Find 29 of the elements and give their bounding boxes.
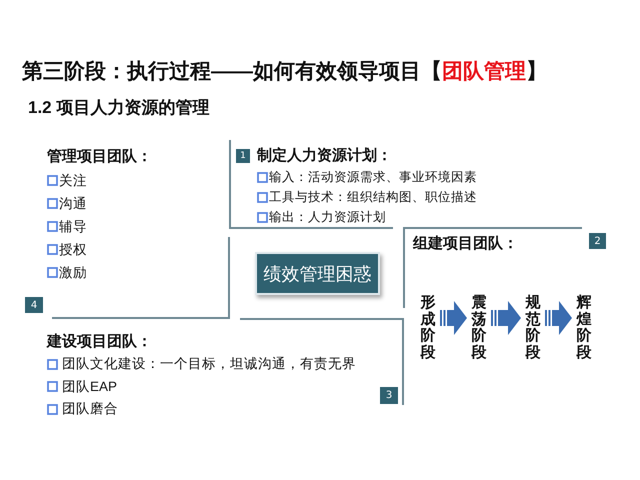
list-item: 激励: [59, 264, 87, 282]
section-heading: 建设项目团队：: [47, 332, 152, 352]
step-number: 3: [380, 387, 398, 404]
list-item: 团队磨合: [62, 400, 118, 418]
stage-label: 辉煌阶段: [572, 295, 596, 361]
list-item: 沟通: [59, 195, 87, 213]
title: 第三阶段：执行过程——如何有效领导项目【团队管理】: [22, 59, 547, 85]
step-number: 4: [25, 297, 43, 313]
stage-label: 形成阶段: [416, 295, 440, 361]
list-item: 输入：活动资源需求、事业环境因素: [269, 169, 477, 186]
section-heading: 制定人力资源计划：: [257, 146, 392, 166]
section-heading: 组建项目团队：: [413, 234, 518, 254]
highlight-box: 绩效管理困惑: [255, 252, 380, 295]
list-item: 团队EAP: [62, 378, 118, 396]
arrow: [545, 301, 572, 335]
subtitle: 1.2 项目人力资源的管理: [28, 97, 210, 119]
stage-label: 规范阶段: [521, 295, 545, 361]
stage-label: 震荡阶段: [467, 295, 491, 361]
section-heading: 管理项目团队：: [47, 147, 152, 167]
list-item: 关注: [59, 172, 87, 190]
step-number: 1: [236, 149, 250, 163]
list-item: 辅导: [59, 218, 87, 236]
list-item: 工具与技术：组织结构图、职位描述: [269, 189, 477, 206]
step-number: 2: [589, 233, 606, 249]
arrow: [440, 301, 467, 335]
list-item: 授权: [59, 241, 87, 259]
arrow: [491, 301, 521, 335]
list-item: 输出：人力资源计划: [269, 209, 386, 226]
list-item: 团队文化建设：一个目标，坦诚沟通，有责无界: [62, 355, 356, 373]
